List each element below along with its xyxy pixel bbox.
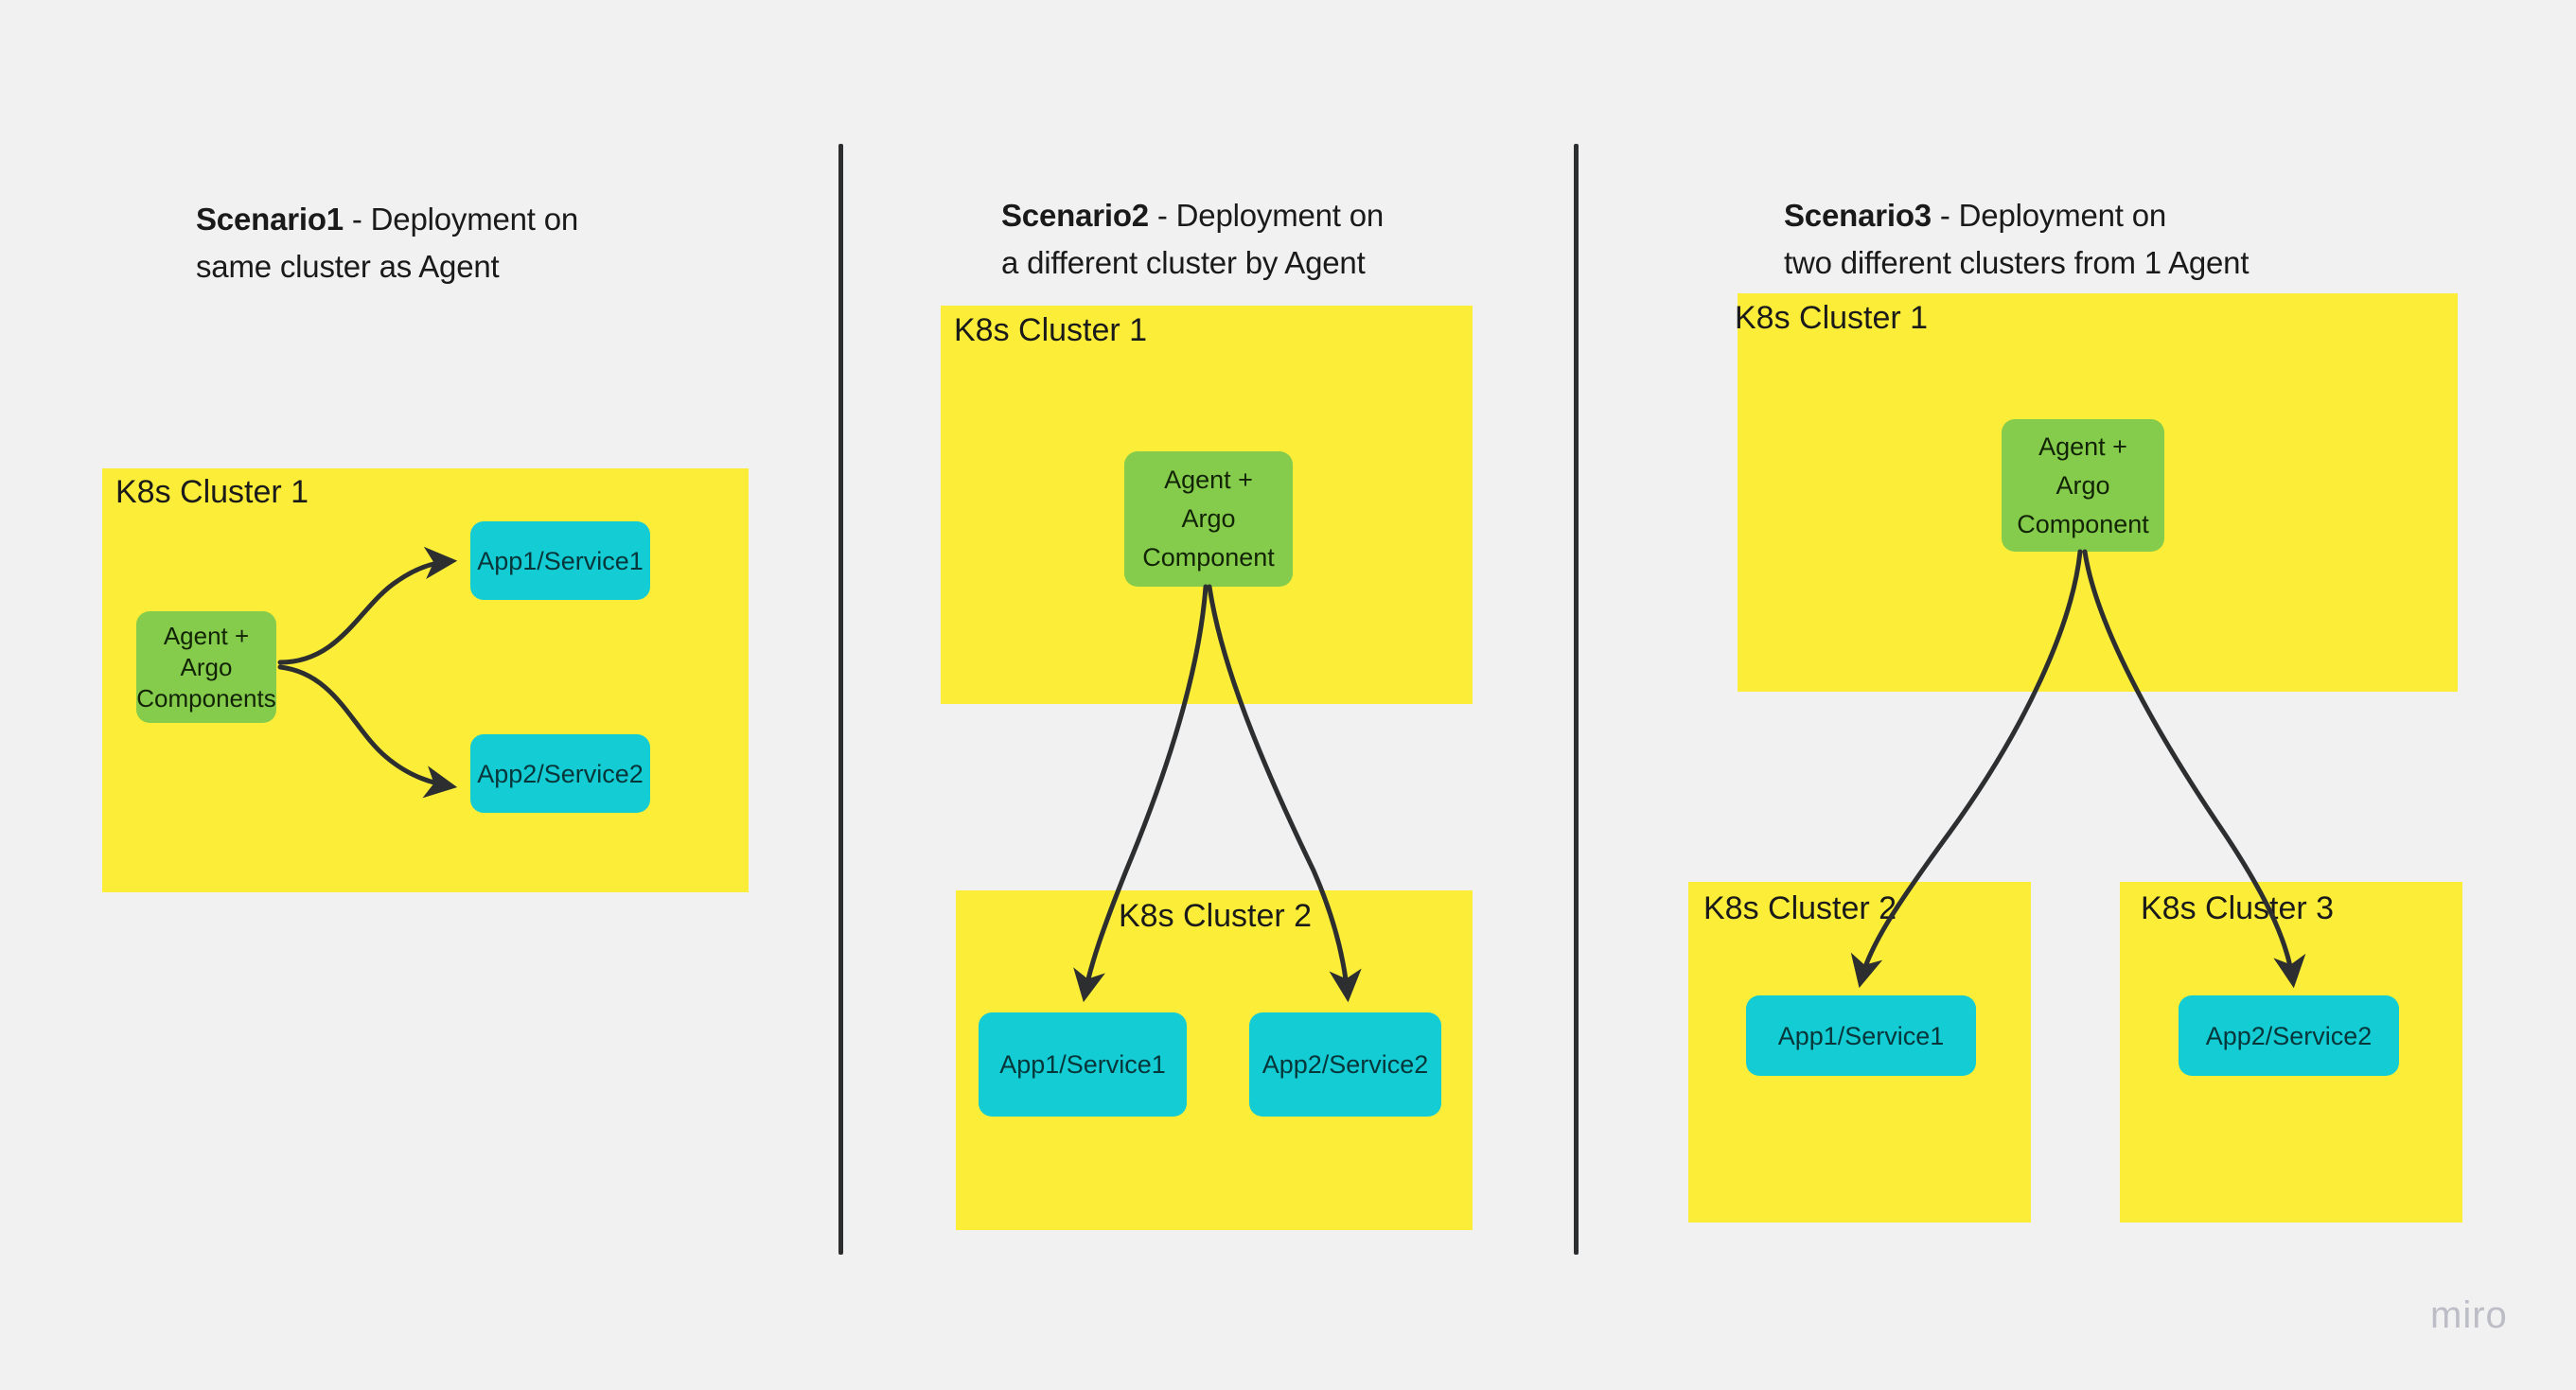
scenario3-agent-node[interactable]: Agent + Argo Component [2002,419,2164,552]
scenario2-cluster-1-label: K8s Cluster 1 [954,312,1148,348]
scenario2-title-rest: - Deployment on a different cluster by A… [1001,198,1385,280]
panel-divider-2 [1574,144,1579,1255]
scenario1-cluster-1-label: K8s Cluster 1 [115,474,309,510]
scenario1-title-bold: Scenario1 [196,202,344,237]
scenario1-app1-node[interactable]: App1/Service1 [470,521,650,600]
scenario3-app2-node[interactable]: App2/Service2 [2179,995,2399,1076]
scenario1-agent-node[interactable]: Agent + Argo Components [136,611,276,723]
scenario3-cluster-2-label: K8s Cluster 2 [1703,890,1897,926]
scenario2-app2-node[interactable]: App2/Service2 [1249,1012,1441,1117]
scenario3-title-bold: Scenario3 [1784,198,1932,233]
scenario1-title-rest: - Deployment on same cluster as Agent [196,202,579,284]
scenario2-cluster-2-label: K8s Cluster 2 [1119,898,1313,934]
scenario3-app1-node[interactable]: App1/Service1 [1746,995,1976,1076]
scenario1-app2-node[interactable]: App2/Service2 [470,734,650,813]
scenario3-cluster-3-label: K8s Cluster 3 [2141,890,2335,926]
scenario2-title: Scenario2 - Deployment on a different cl… [1001,145,1493,287]
scenario2-app1-node[interactable]: App1/Service1 [979,1012,1187,1117]
scenario1-title: Scenario1 - Deployment on same cluster a… [196,149,688,290]
scenario2-title-bold: Scenario2 [1001,198,1149,233]
panel-divider-1 [838,144,843,1255]
scenario3-title-rest: - Deployment on two different clusters f… [1784,198,2250,280]
scenario3-cluster-1-label: K8s Cluster 1 [1735,300,1929,336]
scenario3-title: Scenario3 - Deployment on two different … [1784,145,2390,287]
scenario2-agent-node[interactable]: Agent + Argo Component [1124,451,1293,587]
miro-watermark: miro [2430,1294,2508,1336]
